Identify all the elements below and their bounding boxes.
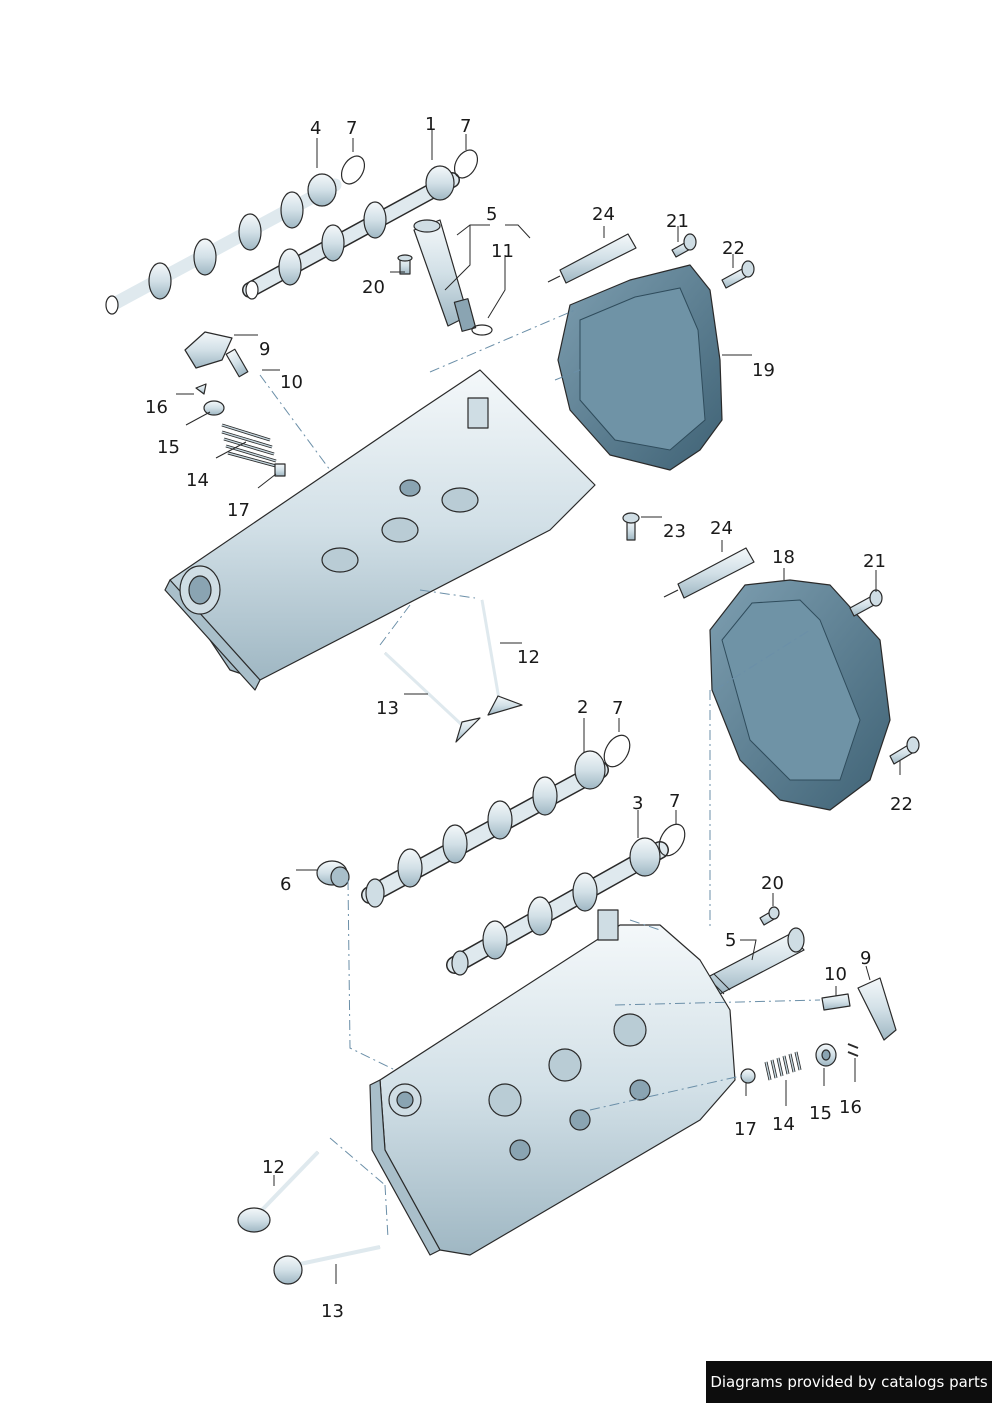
callout-5: 5	[725, 930, 737, 951]
valve-spring-14-upper[interactable]	[221, 423, 277, 468]
callout-14: 14	[772, 1114, 795, 1135]
callout-4: 4	[310, 118, 322, 139]
seal-ring-7-lower-3[interactable]	[654, 820, 690, 860]
callout-23: 23	[663, 521, 686, 542]
bearing-6[interactable]	[316, 860, 350, 888]
callout-22: 22	[890, 794, 913, 815]
lifter-10-lower[interactable]	[821, 993, 851, 1011]
callout-5: 5	[486, 204, 498, 225]
seal-ring-7-lower-2[interactable]	[599, 731, 635, 771]
callout-15: 15	[157, 437, 180, 458]
callout-20: 20	[362, 277, 385, 298]
bolt-21-upper[interactable]	[671, 233, 697, 258]
valve-cover-18[interactable]	[709, 579, 891, 811]
callout-12: 12	[517, 647, 540, 668]
bolt-21-lower[interactable]	[849, 589, 883, 617]
bolt-23[interactable]	[622, 512, 640, 541]
valve-seal-17-lower[interactable]	[740, 1068, 756, 1084]
callout-15: 15	[809, 1103, 832, 1124]
callout-9: 9	[259, 339, 271, 360]
bolt-20-upper[interactable]	[397, 254, 413, 275]
seal-ring-7-upper-right[interactable]	[450, 146, 482, 182]
callout-6: 6	[280, 874, 292, 895]
callout-16: 16	[839, 1097, 862, 1118]
seal-ring-7-upper-left[interactable]	[337, 152, 369, 188]
valve-seal-17-upper[interactable]	[274, 463, 286, 477]
callout-7: 7	[460, 116, 472, 137]
camshaft-3[interactable]	[446, 837, 669, 976]
callout-22: 22	[722, 238, 745, 259]
credit-banner: Diagrams provided by catalogs parts	[706, 1361, 992, 1403]
callout-7: 7	[669, 791, 681, 812]
callout-16: 16	[145, 397, 168, 418]
callout-14: 14	[186, 470, 209, 491]
keeper-16-upper[interactable]	[195, 383, 207, 395]
callout-24: 24	[710, 518, 733, 539]
intake-valve-13-upper[interactable]	[383, 651, 481, 743]
exhaust-valve-12-lower[interactable]	[237, 1150, 320, 1233]
callout-13: 13	[321, 1301, 344, 1322]
callout-19: 19	[752, 360, 775, 381]
callout-10: 10	[824, 964, 847, 985]
leader-lines	[176, 130, 901, 1284]
valve-spring-14-lower[interactable]	[764, 1051, 802, 1081]
assembly-guide-lines	[259, 309, 821, 1239]
callout-10: 10	[280, 372, 303, 393]
callout-12: 12	[262, 1157, 285, 1178]
bolt-22-lower[interactable]	[889, 736, 920, 765]
sealant-tube-24-mid[interactable]	[663, 547, 755, 599]
camshaft-4[interactable]	[105, 173, 342, 315]
bolt-22-upper[interactable]	[721, 260, 755, 289]
callout-24: 24	[592, 204, 615, 225]
bolt-20-lower[interactable]	[759, 906, 780, 926]
callout-20: 20	[761, 873, 784, 894]
sealant-tube-24-upper[interactable]	[547, 233, 637, 284]
callout-17: 17	[227, 500, 250, 521]
cylinder-head-lower[interactable]	[369, 909, 736, 1256]
cylinder-head-upper[interactable]	[164, 369, 596, 691]
lifter-10-upper[interactable]	[225, 348, 249, 378]
exhaust-valve-12-upper[interactable]	[480, 599, 523, 716]
callout-21: 21	[863, 551, 886, 572]
rocker-arm-9-lower[interactable]	[857, 977, 897, 1041]
callout-11: 11	[491, 241, 514, 262]
callout-18: 18	[772, 547, 795, 568]
callout-7: 7	[346, 118, 358, 139]
callout-9: 9	[860, 948, 872, 969]
solenoid-valve-5-upper[interactable]	[413, 219, 477, 332]
callout-1: 1	[425, 114, 437, 135]
rocker-arm-9-upper[interactable]	[184, 331, 233, 369]
solenoid-valve-5-lower[interactable]	[705, 927, 805, 995]
callout-13: 13	[376, 698, 399, 719]
camshaft-2[interactable]	[361, 750, 609, 908]
callout-17: 17	[734, 1119, 757, 1140]
retainer-15-upper[interactable]	[203, 400, 225, 416]
callout-21: 21	[666, 211, 689, 232]
camshaft-1[interactable]	[242, 165, 460, 300]
callout-3: 3	[632, 793, 644, 814]
callout-2: 2	[577, 697, 589, 718]
retainer-15-lower[interactable]	[815, 1043, 837, 1067]
intake-valve-13-lower[interactable]	[273, 1245, 381, 1285]
valve-cover-19[interactable]	[557, 264, 723, 471]
o-ring-11-upper[interactable]	[471, 324, 493, 336]
keeper-16-lower[interactable]	[847, 1043, 859, 1057]
callout-7: 7	[612, 698, 624, 719]
